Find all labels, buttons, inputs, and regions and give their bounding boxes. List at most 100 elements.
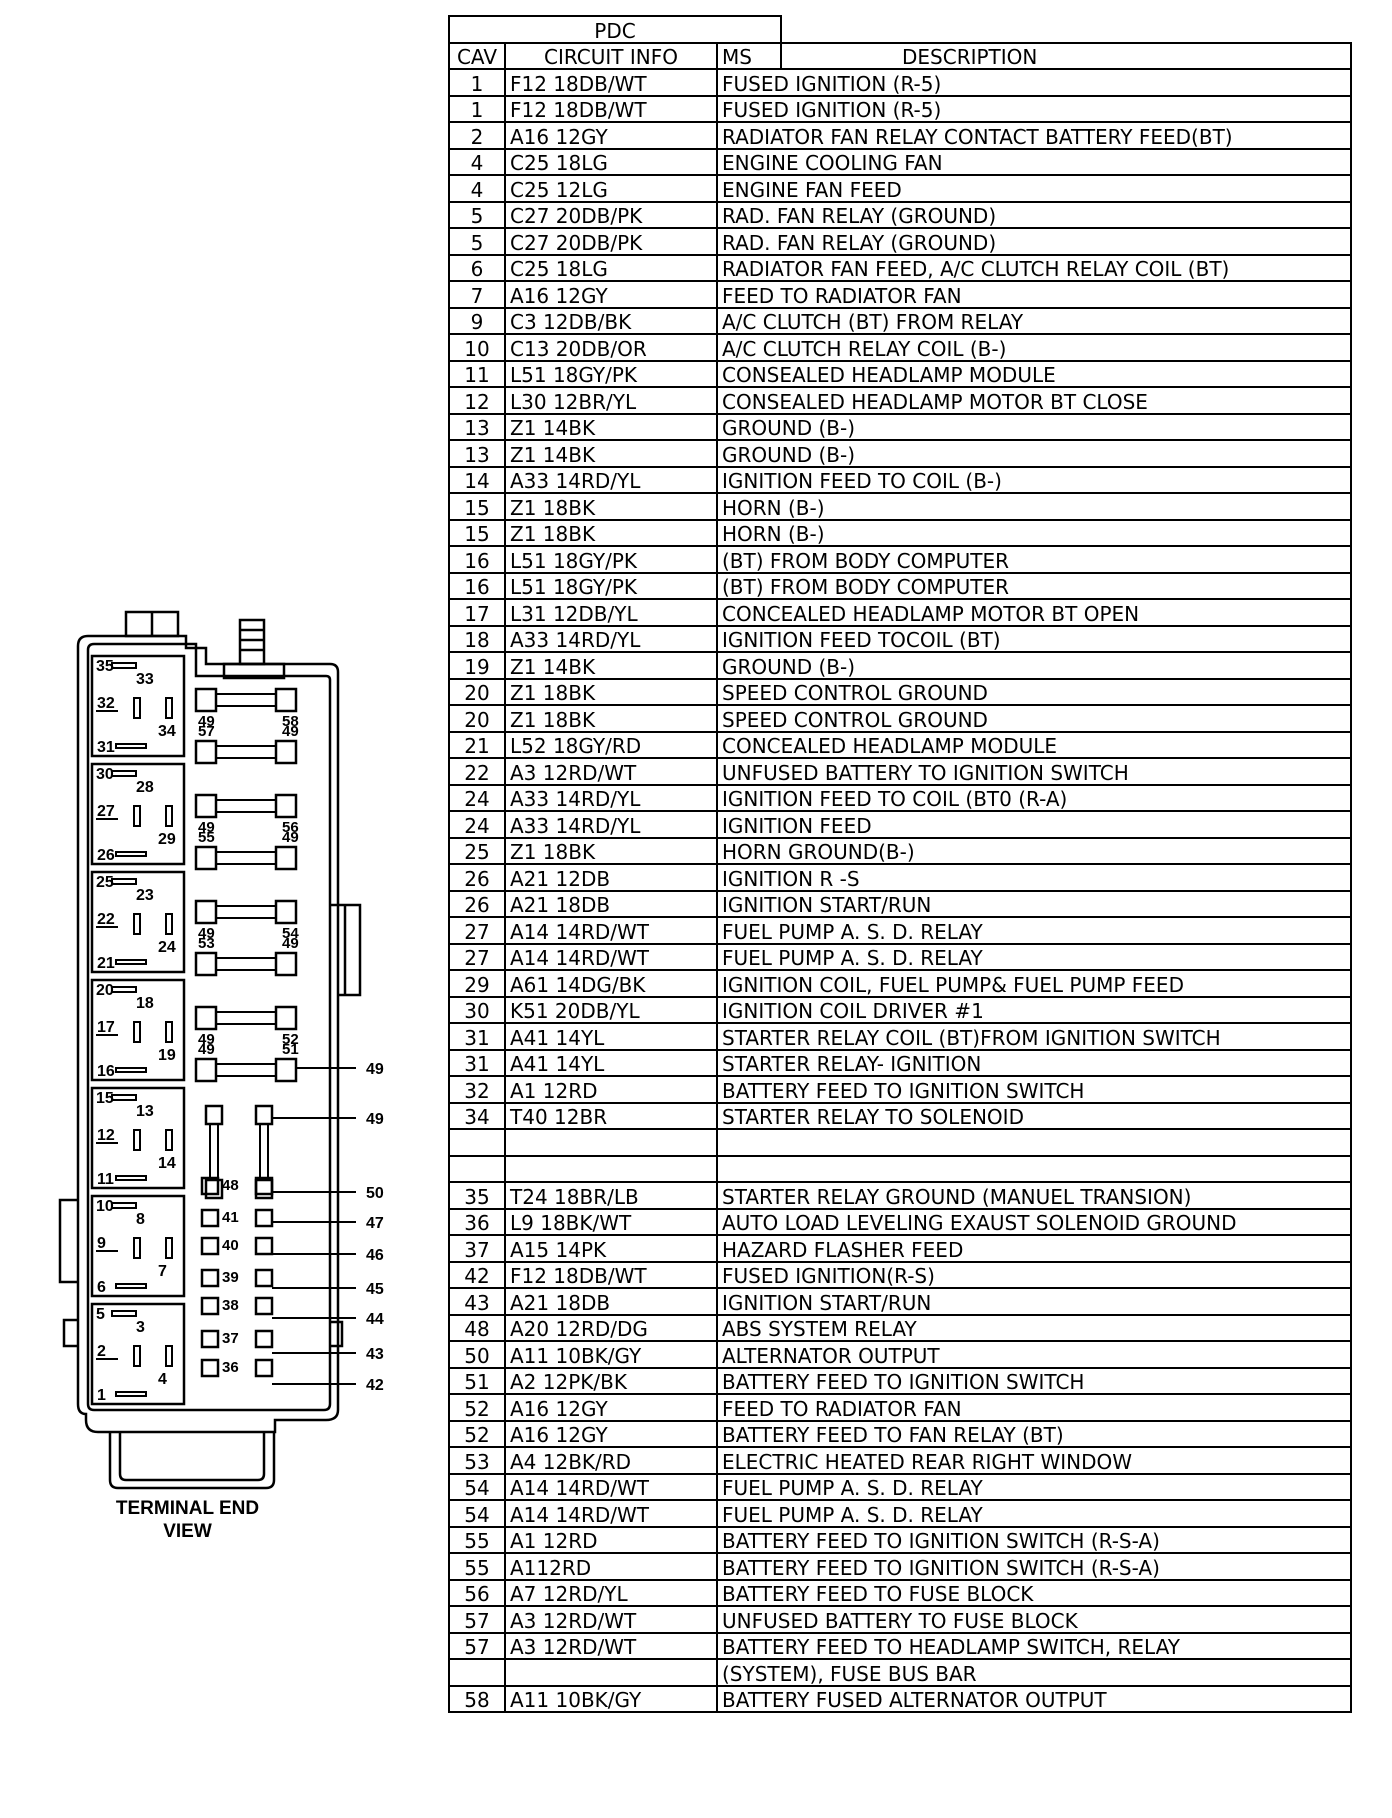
cell-description: (BT) FROM BODY COMPUTER: [716, 571, 1352, 600]
cell-description: ELECTRIC HEATED REAR RIGHT WINDOW: [716, 1446, 1352, 1475]
cell-description: AUTO LOAD LEVELING EXAUST SOLENOID GROUN…: [716, 1207, 1352, 1236]
cell-circuit-info: F12 18DB/WT: [504, 68, 718, 97]
fuse-pin-label: 48: [222, 1177, 239, 1194]
pin-callout: 49: [296, 1061, 384, 1078]
fuse-pin-label: 52: [282, 1031, 299, 1048]
cell-cav: 19: [448, 651, 506, 680]
cell-circuit-info: Z1 14BK: [504, 651, 718, 680]
cell-description: CONSEALED HEADLAMP MODULE: [716, 359, 1352, 388]
fuse-pin-label: 49: [198, 1031, 215, 1048]
housing-outline: [76, 634, 340, 1434]
cell-circuit-info: A16 12GY: [504, 121, 718, 150]
fuse-pin-label: 51: [282, 1041, 299, 1058]
cell-circuit-info: C3 12DB/BK: [504, 306, 718, 335]
fuse-pin-label: 54: [282, 925, 299, 942]
cell-description: CONCEALED HEADLAMP MOTOR BT OPEN: [716, 598, 1352, 627]
cell-description: IGNITION R -S: [716, 863, 1352, 892]
cell-circuit-info: A14 14RD/WT: [504, 1472, 718, 1501]
cell-cav: 5: [448, 200, 506, 229]
cell-description: HORN GROUND(B-): [716, 836, 1352, 865]
cell-cav: 6: [448, 253, 506, 282]
cell-cav: 25: [448, 836, 506, 865]
table-row: (SYSTEM), FUSE BUS BAR: [448, 1658, 1352, 1687]
cell-description: HAZARD FLASHER FEED: [716, 1234, 1352, 1263]
relay-pin-label: 24: [158, 939, 176, 956]
cell-cav: 52: [448, 1419, 506, 1448]
pin-callout: 47: [272, 1215, 384, 1232]
cell-circuit-info: A33 14RD/YL: [504, 783, 718, 812]
cell-cav: 5: [448, 227, 506, 256]
cell-circuit-info: [504, 1128, 718, 1157]
relay-pin-label: 34: [158, 723, 176, 740]
cell-circuit-info: L52 18GY/RD: [504, 730, 718, 759]
housing-inner-outline: [86, 642, 332, 1412]
callout-label: 45: [366, 1281, 384, 1298]
relay-pin-label: 14: [158, 1155, 176, 1172]
cell-cav: 34: [448, 1101, 506, 1130]
cell-circuit-info: A61 14DG/BK: [504, 969, 718, 998]
small-fuse-slot: 48: [200, 1176, 274, 1196]
cell-circuit-info: A33 14RD/YL: [504, 465, 718, 494]
relay-pin-label: 11: [97, 1171, 114, 1188]
fuse-pin-label: 49: [282, 935, 299, 952]
callout-label: 43: [366, 1346, 384, 1363]
cell-circuit-info: A3 12RD/WT: [504, 1631, 718, 1660]
cell-cav: 58: [448, 1684, 506, 1713]
cell-cav: 2: [448, 121, 506, 150]
pin-callout: 49: [272, 1111, 384, 1128]
callout-label: 49: [366, 1061, 384, 1078]
callout-label: 44: [366, 1311, 384, 1328]
cell-description: FEED TO RADIATOR FAN: [716, 280, 1352, 309]
header-circuit-info: CIRCUIT INFO: [504, 41, 718, 70]
callout-label: 46: [366, 1247, 384, 1264]
cell-cav: 13: [448, 439, 506, 468]
relay-pin-label: 7: [158, 1263, 167, 1280]
cell-description: ENGINE FAN FEED: [716, 174, 1352, 203]
header-ms: MS: [716, 41, 782, 70]
cell-description: UNFUSED BATTERY TO IGNITION SWITCH: [716, 757, 1352, 786]
relay-pin-label: 27: [97, 803, 115, 820]
cell-cav: 43: [448, 1287, 506, 1316]
diagram-caption: TERMINAL END VIEW: [80, 1497, 295, 1543]
cell-circuit-info: A4 12BK/RD: [504, 1446, 718, 1475]
cell-cav: [448, 1128, 506, 1157]
relay-pin-label: 6: [97, 1279, 106, 1296]
cell-description: HORN (B-): [716, 492, 1352, 521]
cell-cav: 55: [448, 1525, 506, 1554]
cell-circuit-info: A16 12GY: [504, 1393, 718, 1422]
cell-circuit-info: Z1 18BK: [504, 836, 718, 865]
cell-circuit-info: K51 20DB/YL: [504, 995, 718, 1024]
cell-cav: 10: [448, 333, 506, 362]
fuse-pin-label: 36: [222, 1359, 239, 1376]
cell-circuit-info: A14 14RD/WT: [504, 1499, 718, 1528]
cell-description: STARTER RELAY COIL (BT)FROM IGNITION SWI…: [716, 1022, 1352, 1051]
cell-description: ABS SYSTEM RELAY: [716, 1313, 1352, 1342]
cell-cav: 57: [448, 1631, 506, 1660]
relay-pin-label: 28: [136, 779, 154, 796]
cell-cav: 54: [448, 1472, 506, 1501]
cell-cav: 4: [448, 174, 506, 203]
cell-circuit-info: A21 12DB: [504, 863, 718, 892]
cell-cav: 57: [448, 1605, 506, 1634]
pdc-terminal-diagram: 3533323431302827292625232224212018171916…: [58, 610, 384, 1490]
